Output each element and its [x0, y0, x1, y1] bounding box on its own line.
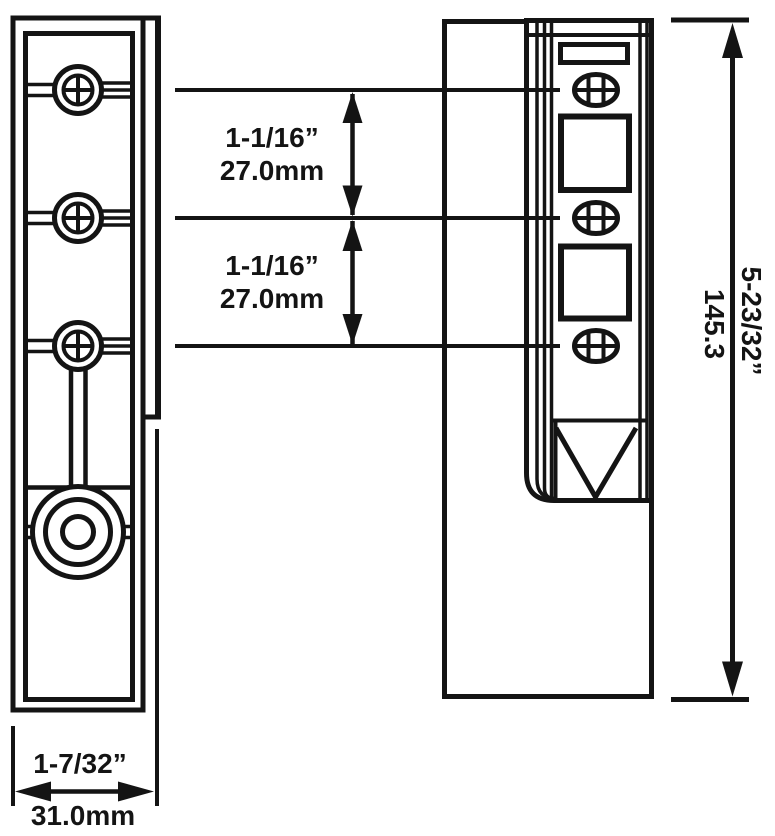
bottom-pocket	[552, 418, 648, 502]
face-inner-plate	[23, 31, 135, 702]
square-cutout	[558, 243, 632, 322]
square-cutout	[558, 113, 632, 193]
phillips-screw-icon	[52, 64, 104, 116]
leader-lines	[175, 88, 560, 348]
oval-screw-icon	[572, 72, 620, 108]
hinge-side-view	[442, 18, 654, 699]
label-height-inches: 5-23/32”	[736, 266, 767, 376]
hinge-face-view	[10, 15, 161, 713]
screw-slot-lines	[25, 81, 133, 355]
label-spacing-lower-metric: 27.0mm	[219, 283, 325, 314]
face-outer-plate	[10, 15, 146, 713]
oval-screw-icon	[572, 328, 620, 364]
pivot-bushing-icon	[30, 484, 126, 580]
hinge-edge-body	[524, 18, 654, 503]
dimension-overall-height	[671, 17, 749, 702]
pivot-connector-bars	[25, 360, 133, 490]
label-spacing-lower-inches: 1-1/16”	[225, 250, 319, 281]
phillips-screw-icon	[52, 320, 104, 372]
bushing-slot-lines	[25, 524, 133, 540]
dimension-overall-width	[11, 429, 159, 806]
face-side-flange	[143, 15, 161, 420]
label-width-metric: 31.0mm	[30, 800, 136, 831]
label-spacing-upper-metric: 27.0mm	[219, 155, 325, 186]
top-slot-cutout	[558, 42, 630, 65]
label-spacing-upper-inches: 1-1/16”	[225, 122, 319, 153]
phillips-screw-icon	[52, 192, 104, 244]
dimension-screw-spacing	[342, 92, 363, 345]
v-notch	[553, 426, 639, 502]
oval-screw-icon	[572, 200, 620, 236]
hinge-layer-lines	[535, 23, 649, 501]
label-width-inches: 1-7/32”	[33, 748, 127, 779]
label-height-metric: 145.3	[699, 288, 730, 360]
